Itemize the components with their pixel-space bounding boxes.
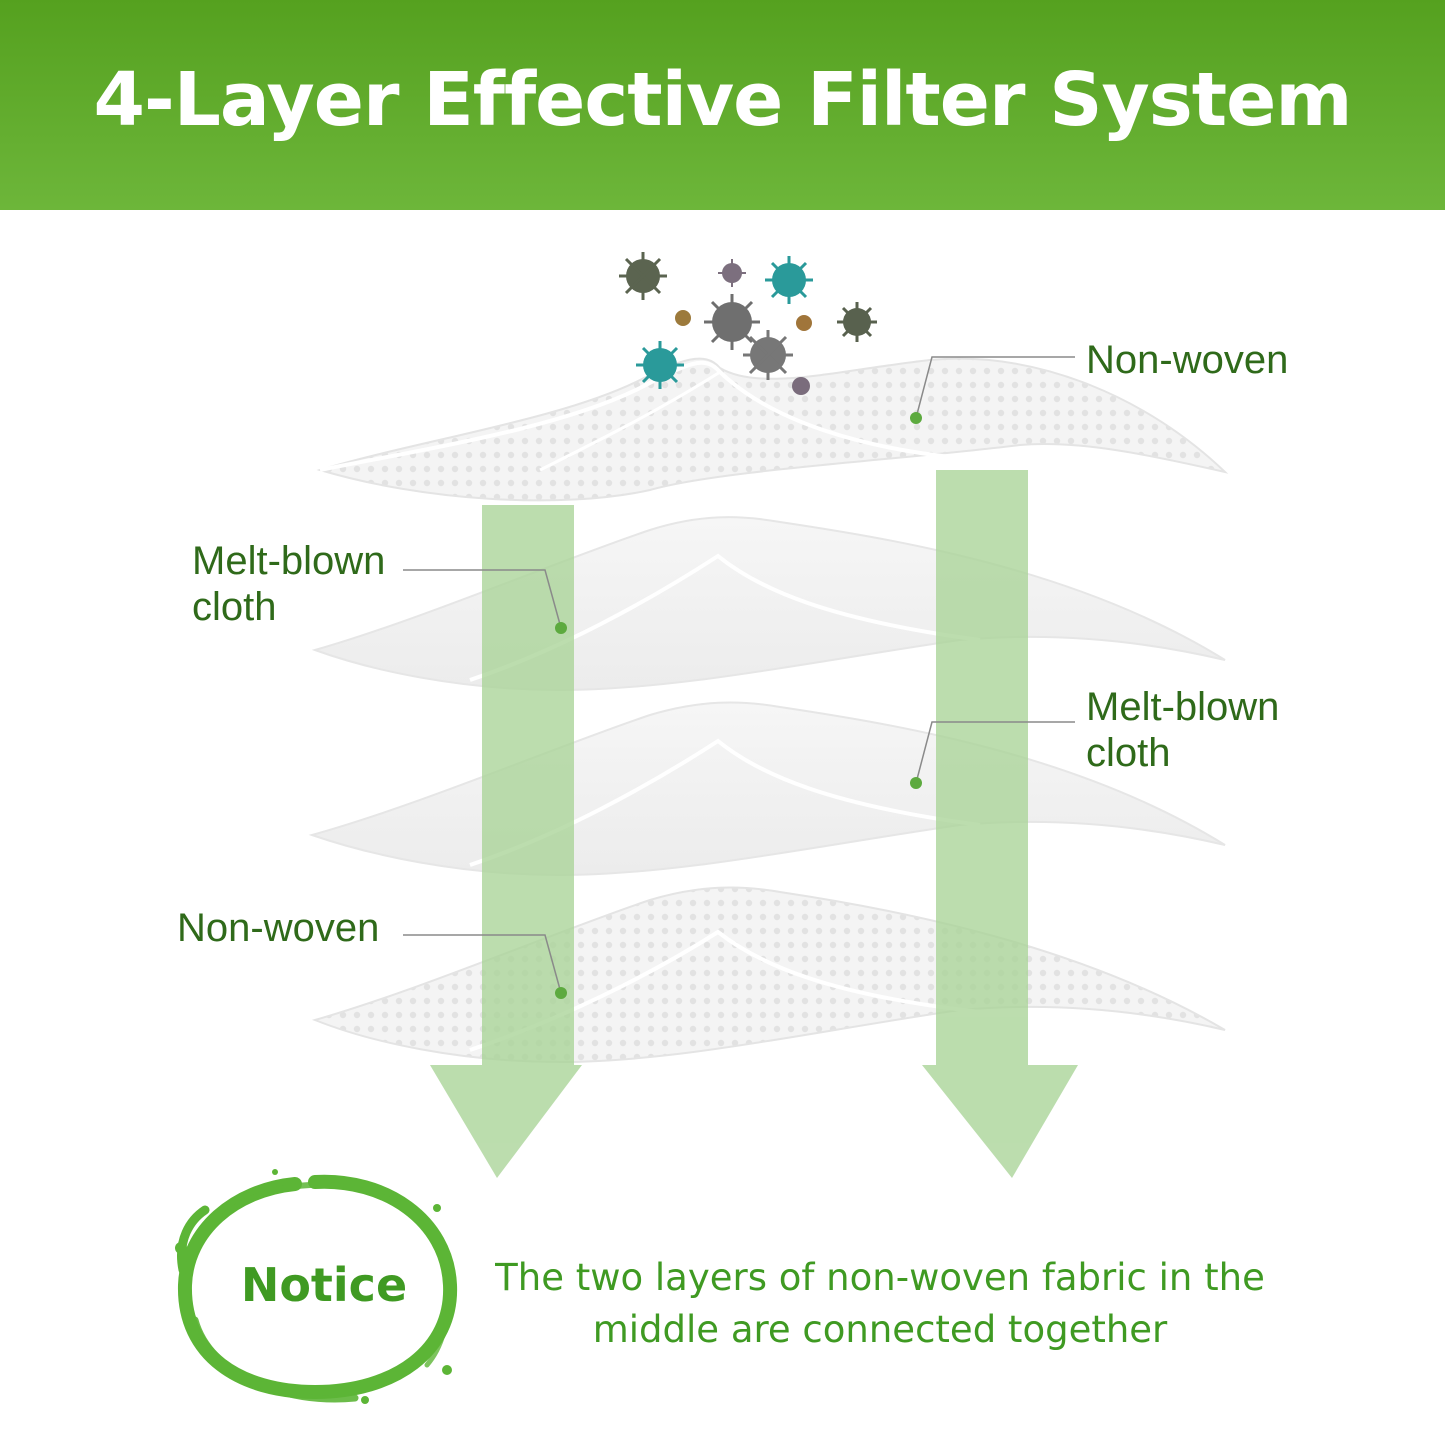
leader-dot	[910, 777, 922, 789]
label-layer-2-line1: Melt-blown	[192, 539, 386, 583]
label-layer-1-text: Non-woven	[1086, 338, 1289, 382]
page-title: 4-Layer Effective Filter System	[93, 57, 1353, 143]
leader-line-layer-3	[915, 721, 1075, 784]
label-layer-4-text: Non-woven	[177, 906, 380, 950]
layer-2-melt-blown	[311, 516, 1226, 692]
down-arrow-icon	[922, 470, 1078, 1178]
leader-dot	[555, 622, 567, 634]
notice-text-line2: middle are connected together	[592, 1308, 1168, 1351]
label-layer-3-line2: cloth	[1086, 731, 1171, 775]
label-layer-2: Melt-blown cloth	[192, 538, 385, 630]
virus-icon	[743, 330, 793, 380]
layer-4-non-woven	[311, 886, 1226, 1064]
virus-icon	[796, 315, 812, 331]
label-layer-2-line2: cloth	[192, 585, 277, 629]
leader-line-layer-4	[403, 934, 562, 994]
leader-line-layer-2	[403, 569, 562, 629]
label-layer-4: Non-woven	[177, 905, 379, 951]
notice-description: The two layers of non-woven fabric in th…	[455, 1252, 1305, 1356]
leader-line-layer-1	[915, 356, 1075, 419]
label-layer-3: Melt-blown cloth	[1086, 684, 1279, 776]
virus-icon	[765, 256, 813, 304]
virus-icon	[636, 341, 684, 389]
header-banner: 4-Layer Effective Filter System	[0, 0, 1445, 210]
notice-brush-circle-icon	[175, 1169, 458, 1404]
virus-icon	[619, 252, 667, 300]
virus-icon	[837, 302, 877, 342]
notice-text-line1: The two layers of non-woven fabric in th…	[495, 1256, 1265, 1299]
label-layer-1: Non-woven	[1086, 337, 1288, 383]
filter-layers-diagram	[308, 252, 1229, 1178]
leader-dot	[910, 412, 922, 424]
leader-dot	[555, 987, 567, 999]
down-arrow-icon	[430, 505, 582, 1178]
virus-icon	[792, 377, 810, 395]
virus-icon	[704, 294, 760, 350]
notice-badge-text: Notice	[240, 1258, 408, 1312]
label-layer-3-line1: Melt-blown	[1086, 685, 1280, 729]
virus-cluster	[619, 252, 877, 395]
layer-1-non-woven	[316, 357, 1229, 502]
virus-icon	[675, 310, 691, 326]
virus-icon	[718, 259, 746, 287]
